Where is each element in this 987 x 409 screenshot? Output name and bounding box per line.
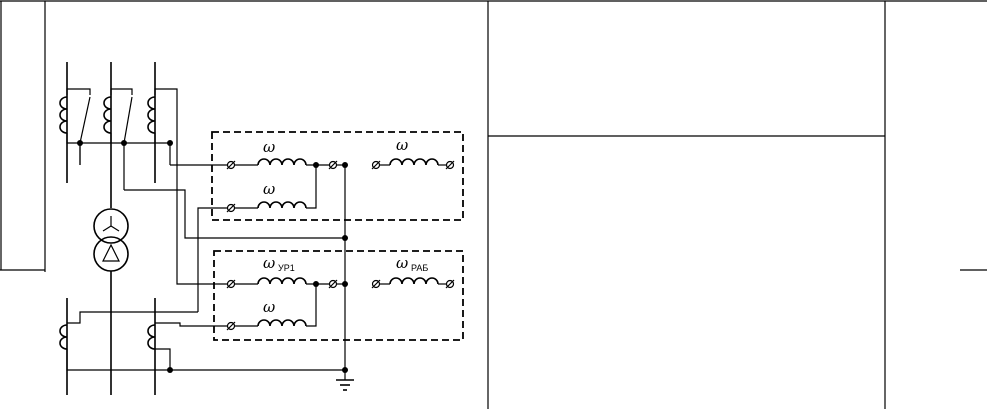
upper-ct-coil-1 (59, 96, 68, 134)
lower-ct-coil-2 (147, 324, 156, 350)
wye-winding-circle (93, 208, 129, 244)
upper-ct-coil-2 (103, 96, 112, 134)
upper-current-transformers (59, 88, 178, 190)
omega-rab-subscript: РАБ (411, 263, 428, 273)
ground-icon (336, 379, 354, 391)
delta-winding-circle (93, 236, 129, 272)
omega-rab-label: ω (396, 254, 408, 272)
relay-box-lower-content: ω УР1 ω РАБ ω (226, 254, 455, 331)
relay-box-upper-content: ω ω ω (226, 136, 455, 213)
omega-bottom-bottom-label: ω (263, 298, 275, 316)
omega-ur-label: ω (263, 254, 275, 272)
ground-bus (342, 165, 348, 380)
omega-top-right-label: ω (396, 136, 408, 154)
omega-top-left-label: ω (263, 138, 275, 156)
low-voltage-busbars (59, 271, 345, 395)
relay-box-lower (213, 250, 464, 341)
omega-ur-subscript: УР1 (278, 263, 295, 273)
power-transformer-symbol (93, 208, 129, 272)
upper-ct-coil-3 (147, 96, 156, 134)
interconnect-wiring (79, 143, 345, 327)
relay-box-upper (211, 131, 464, 221)
lower-ct-coil-1 (59, 324, 68, 350)
omega-top-bottom-label: ω (263, 180, 275, 198)
